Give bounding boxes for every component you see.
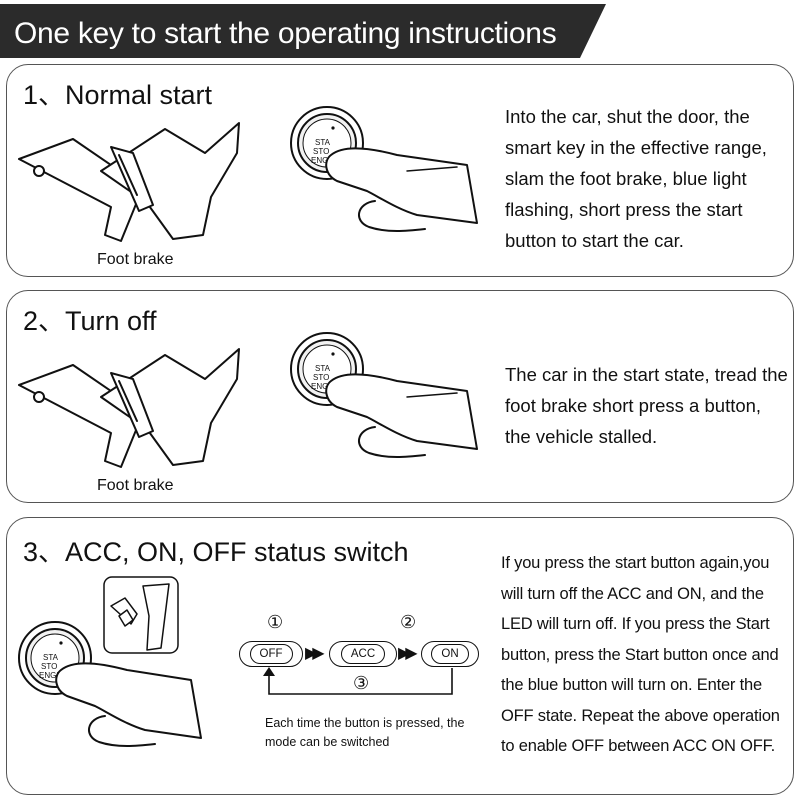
- button-text-3: ENGI: [311, 382, 331, 391]
- start-button-icon: STA STO ENGI: [290, 332, 478, 458]
- header-banner: One key to start the operating instructi…: [0, 0, 800, 58]
- button-text-2: STO: [41, 662, 57, 671]
- state-on-label: ON: [431, 644, 469, 664]
- state-acc-label: ACC: [340, 644, 386, 664]
- button-text-3: ENGI: [39, 671, 59, 680]
- finger-press-icon: [55, 662, 202, 747]
- start-button-icon: STA STO ENGI: [290, 106, 478, 232]
- state-on-button: ON: [421, 641, 479, 667]
- flow-note: Each time the button is pressed, the mod…: [265, 716, 465, 749]
- arrow-right-icon: ▶▶: [398, 645, 417, 662]
- page-title: One key to start the operating instructi…: [14, 17, 557, 50]
- finger-press-icon: [325, 147, 478, 232]
- section-description: Into the car, shut the door, the smart k…: [505, 106, 767, 251]
- button-text-1: STA: [315, 364, 331, 373]
- state-off-label: OFF: [249, 644, 293, 664]
- button-text-1: STA: [43, 653, 59, 662]
- foot-brake-caption: Foot brake: [97, 477, 174, 494]
- button-text-3: ENGI: [311, 156, 331, 165]
- loop-arrow: [263, 667, 453, 695]
- header-bar: One key to start the operating instructi…: [0, 4, 606, 58]
- button-text-2: STO: [313, 373, 329, 382]
- section-status-switch: 3、ACC, ON, OFF status switch STA STO ENG…: [6, 517, 794, 795]
- foot-brake-pedal-icon: [18, 348, 240, 468]
- step-marker-1: ①: [267, 612, 284, 632]
- finger-press-icon: [325, 373, 478, 458]
- foot-brake-pedal-icon: [103, 576, 179, 654]
- button-text-1: STA: [315, 138, 331, 147]
- foot-brake-caption: Foot brake: [97, 251, 174, 268]
- section-description: The car in the start state, tread the fo…: [505, 364, 788, 447]
- state-acc-button: ACC: [329, 641, 397, 667]
- section-turn-off: 2、Turn off Foot brake STA STO ENGI The c…: [6, 290, 794, 503]
- section-description: If you press the start button again,you …: [501, 554, 780, 755]
- section-normal-start: 1、Normal start Foot brake STA STO ENGI I…: [6, 64, 794, 277]
- section-title: 2、Turn off: [23, 306, 157, 336]
- section-title: 1、Normal start: [23, 80, 213, 110]
- state-off-button: OFF: [239, 641, 303, 667]
- foot-brake-pedal-icon: [18, 122, 240, 242]
- section-title: 3、ACC, ON, OFF status switch: [23, 537, 409, 567]
- step-marker-2: ②: [400, 612, 417, 632]
- arrow-right-icon: ▶▶: [305, 645, 324, 662]
- start-button-icon: STA STO ENGI: [18, 621, 202, 747]
- button-text-2: STO: [313, 147, 329, 156]
- step-marker-3: ③: [353, 673, 370, 693]
